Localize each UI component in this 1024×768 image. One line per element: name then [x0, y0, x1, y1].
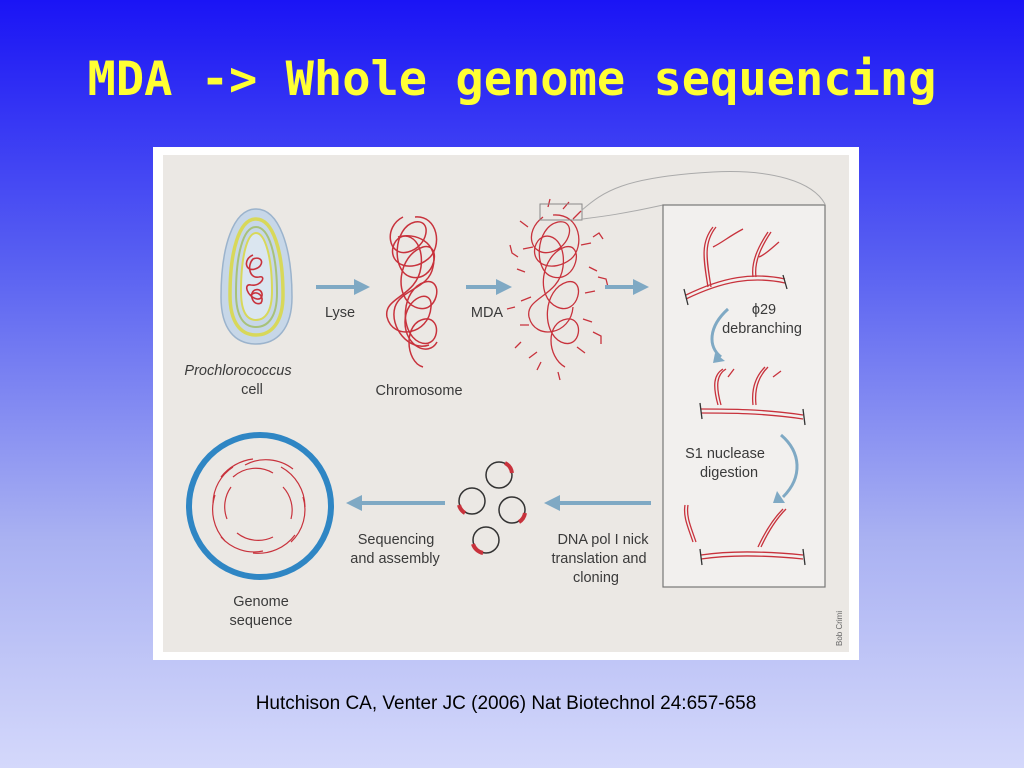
- debranched-dna-illustration: [699, 366, 806, 426]
- illustrator-credit: Bob Crimi: [835, 611, 844, 646]
- s1-label-line2: digestion: [700, 465, 758, 481]
- cell-label-line1: Prochlorococcus: [184, 363, 291, 379]
- seq-label-line1: Sequencing: [358, 532, 435, 548]
- assembled-reads-illustration: [212, 458, 306, 554]
- s1-digestion-arrowhead: [773, 491, 785, 503]
- mda-arrow: [466, 279, 512, 295]
- s1-label-line1: S1 nuclease: [685, 446, 765, 462]
- slide-title: MDA -> Whole genome sequencing: [87, 52, 937, 107]
- dnapol-label-line3: cloning: [573, 570, 619, 586]
- detail-box: [662, 204, 826, 588]
- mda-product-illustration: [506, 198, 609, 381]
- branched-dna-illustration: [683, 226, 788, 306]
- to-detail-arrow: [605, 279, 649, 295]
- cloning-arrow: [544, 495, 651, 511]
- figure-frame: Prochlorococcus cell Lyse Chromosome MDA: [153, 147, 859, 660]
- dnapol-label-line1: DNA pol I nick: [557, 532, 649, 548]
- seq-label-line2: and assembly: [350, 551, 440, 567]
- lyse-arrow: [316, 279, 370, 295]
- prochlorococcus-cell-illustration: [220, 208, 293, 345]
- genome-circle-icon: [186, 432, 334, 580]
- assembly-arrow: [346, 495, 445, 511]
- plasmid-clones-illustration: [458, 461, 526, 554]
- s1-digestion-arrow: [780, 433, 799, 499]
- zoom-connector-top: [581, 171, 826, 211]
- zoom-box: [539, 203, 583, 221]
- zoom-connector-bottom: [581, 204, 664, 220]
- debranching-label: debranching: [722, 321, 802, 337]
- debranching-arrowhead: [713, 353, 725, 363]
- plasmid-inserts: [457, 461, 527, 555]
- lyse-label: Lyse: [325, 305, 355, 321]
- chromosome-label: Chromosome: [375, 383, 462, 399]
- mda-workflow-diagram: Prochlorococcus cell Lyse Chromosome MDA: [163, 155, 849, 652]
- genome-label-line2: sequence: [230, 613, 293, 629]
- dnapol-label-line2: translation and: [551, 551, 646, 567]
- citation: Hutchison CA, Venter JC (2006) Nat Biote…: [255, 693, 757, 714]
- mda-label: MDA: [471, 305, 504, 321]
- genome-label-line1: Genome: [233, 594, 289, 610]
- chromosome-illustration: [386, 216, 438, 368]
- debranching-arrow: [710, 307, 730, 359]
- linear-fragments-illustration: [683, 504, 806, 566]
- cell-label-line2: cell: [241, 382, 263, 398]
- phi29-label: ϕ29: [752, 302, 776, 318]
